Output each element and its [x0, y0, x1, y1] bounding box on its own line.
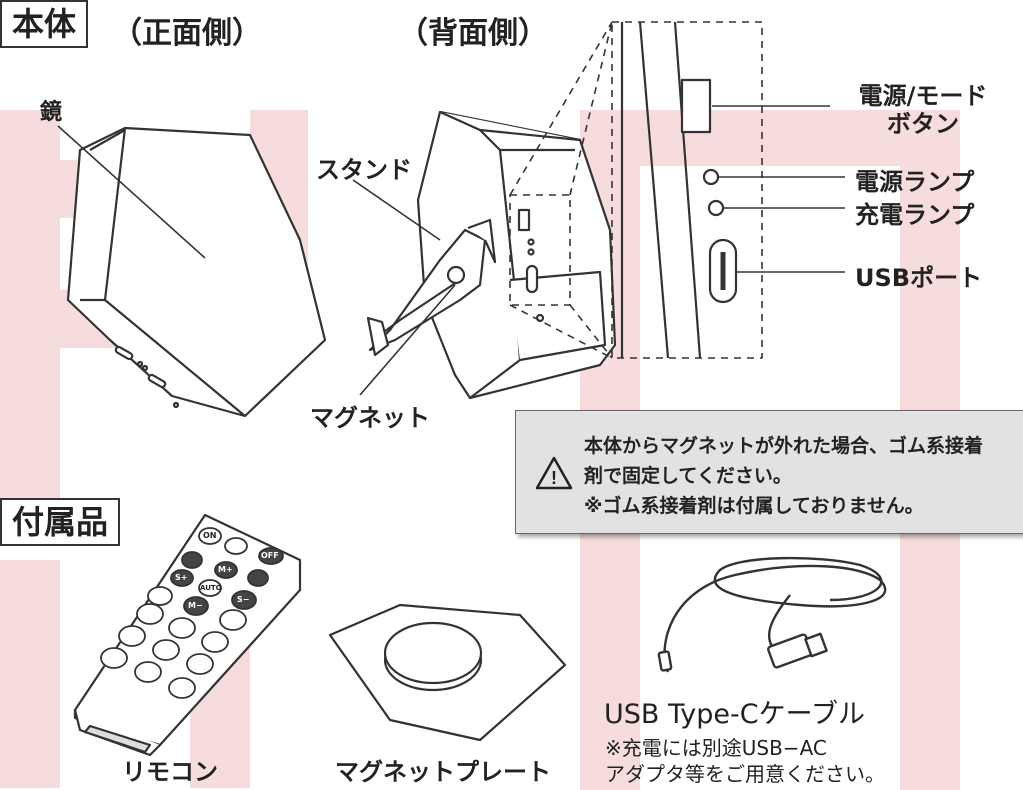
remote-mminus-label: M−: [188, 601, 203, 610]
svg-text:!: !: [551, 468, 557, 488]
remote-sminus-label: S−: [237, 595, 250, 604]
back-view-body: [366, 110, 617, 400]
plate-caption: マグネットプレート: [335, 758, 551, 786]
usb-port-label: USBポート: [855, 264, 983, 292]
zoom-detail: [620, 21, 738, 359]
magnet-label: マグネット: [310, 404, 430, 432]
power-mode-button-label: 電源/モード ボタン: [858, 82, 988, 138]
stand-label: スタンド: [316, 156, 412, 184]
remote-auto-label: AUTO: [200, 584, 222, 592]
front-side-label: （正面側）: [112, 16, 262, 51]
usb-cable: [657, 556, 887, 673]
back-side-label: （背面側）: [398, 16, 548, 51]
caution-note: ! 本体からマグネットが外れた場合、ゴム系接着 剤で固定してください。 ※ゴム系…: [515, 410, 1023, 534]
charge-lamp-label: 充電ランプ: [855, 201, 975, 229]
remote-caption: リモコン: [122, 758, 218, 786]
note-line-2: 剤で固定してください。: [584, 465, 792, 487]
remote-off-label: OFF: [261, 551, 279, 560]
section-title-accessories: 付属品: [0, 498, 121, 546]
remote-splus-label: S+: [175, 573, 188, 582]
mirror-label: 鏡: [40, 100, 63, 125]
power-lamp-label: 電源ランプ: [855, 168, 975, 196]
note-line-1: 本体からマグネットが外れた場合、ゴム系接着: [584, 435, 984, 457]
watermark-bar: [580, 110, 960, 166]
section-title-main: 本体: [0, 0, 89, 48]
magnet-plate: [328, 603, 567, 742]
watermark-bar: [0, 560, 60, 788]
remote-on-label: ON: [203, 531, 217, 540]
zoom-dashed-lines: [509, 21, 763, 359]
front-view-mirror: [66, 126, 327, 418]
note-line-3: ※ゴム系接着剤は付属しておりません。: [584, 495, 924, 517]
remote-mplus-label: M+: [218, 565, 233, 574]
remote-control: [73, 513, 302, 757]
leader-lines: [57, 105, 845, 396]
warning-triangle-icon: !: [535, 456, 573, 490]
cable-note: ※充電には別途USB−AC アダプタ等をご用意ください。: [605, 736, 885, 786]
cable-caption: USB Type-Cケーブル: [604, 699, 865, 730]
